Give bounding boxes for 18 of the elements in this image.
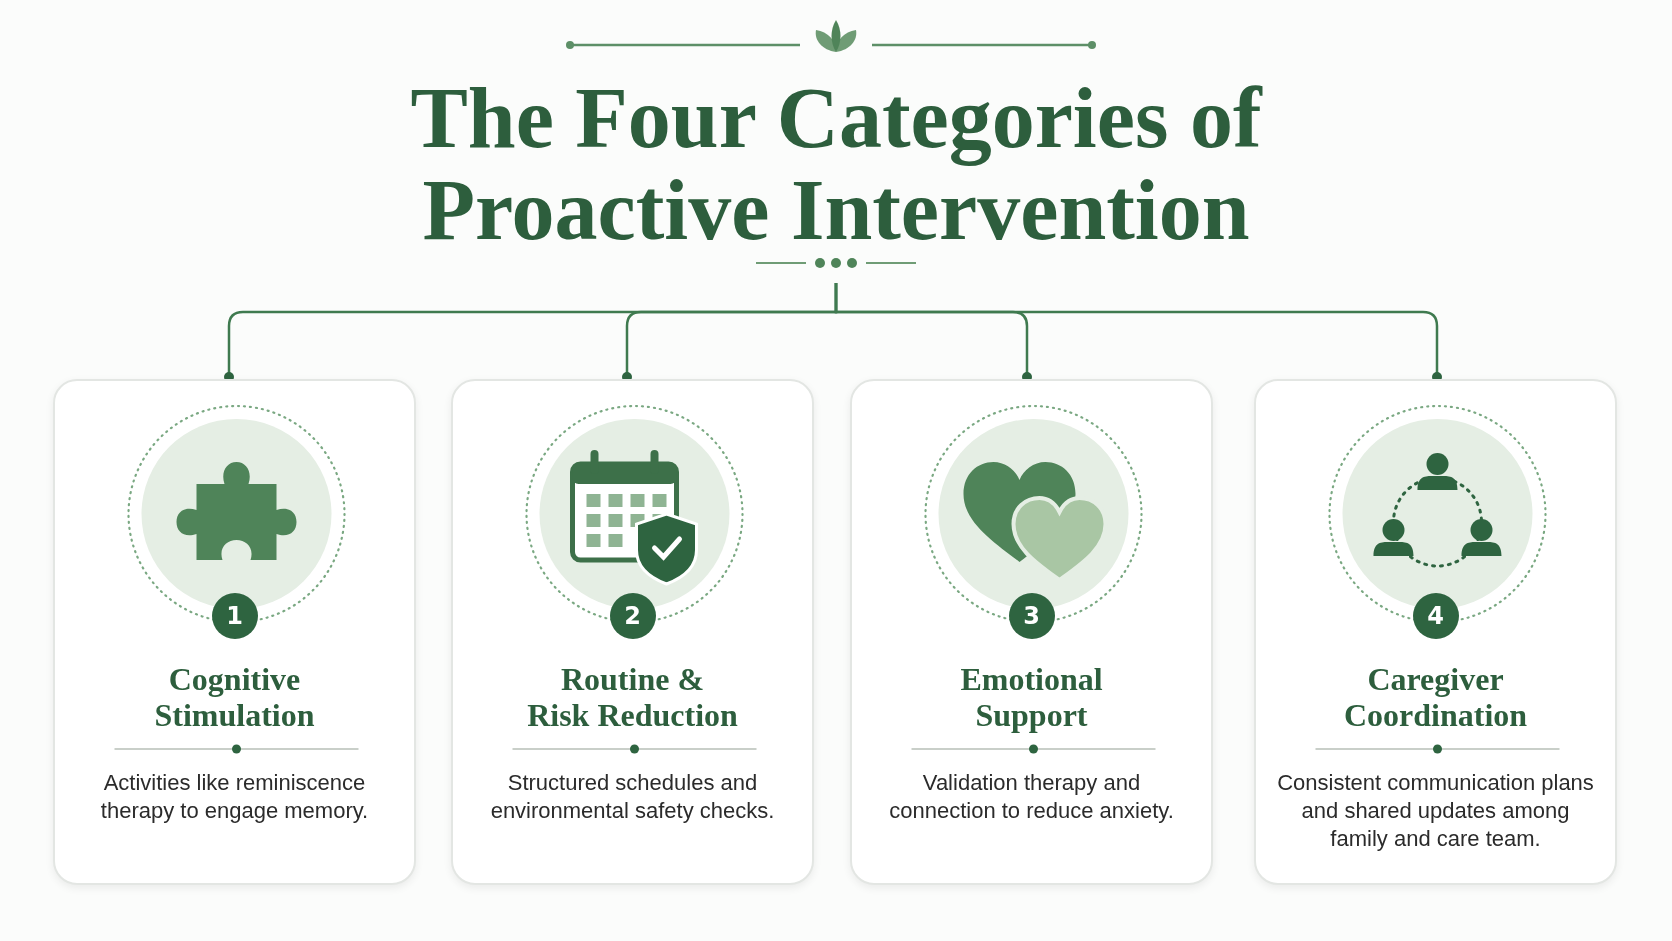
category-heading: Routine & Risk Reduction (526, 661, 739, 733)
category-description: Validation therapy and connection to reduce anxiety. (888, 769, 1175, 825)
category-card (53, 379, 416, 885)
category-description: Consistent communication plans and shared updates among family and care team. (1276, 769, 1595, 853)
number-badge: 4 (1412, 593, 1459, 639)
number-badge: 3 (1008, 593, 1055, 639)
number-badge: 2 (609, 593, 656, 639)
connector-line (834, 283, 1442, 382)
category-card (850, 379, 1213, 885)
category-card (451, 379, 814, 885)
title: The Four Categories of Proactive Intervention (409, 72, 1264, 256)
category-heading: Cognitive Stimulation (153, 661, 316, 733)
category-description: Activities like reminiscence therapy to engage memory. (99, 769, 370, 825)
category-heading: Emotional Support (959, 661, 1104, 733)
category-card (1254, 379, 1617, 885)
category-description: Structured schedules and environmental safety checks. (489, 769, 776, 825)
category-heading: Caregiver Coordination (1342, 661, 1529, 733)
number-badge: 1 (211, 593, 258, 639)
